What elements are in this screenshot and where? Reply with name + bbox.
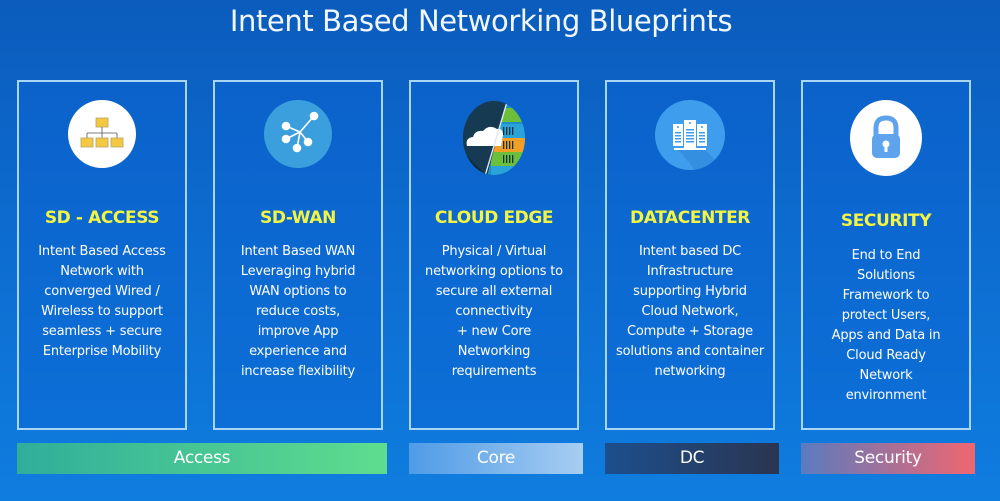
description-line: Wireless to support	[41, 304, 163, 319]
description-line: networking options to	[425, 264, 563, 279]
category-bar-security: Security	[801, 443, 975, 474]
card-datacenter: DATACENTER Intent based DC Infrastructur…	[605, 80, 775, 430]
description-line: Infrastructure	[646, 264, 734, 279]
card-title: SD-WAN	[260, 208, 336, 228]
description-line: Intent Based Access	[38, 244, 166, 259]
description-line: Enterprise Mobility	[42, 344, 162, 359]
padlock-icon	[850, 100, 922, 176]
description-line: Intent Based WAN	[240, 244, 356, 259]
card-sd-access: SD - ACCESS Intent Based Access Network …	[17, 80, 187, 430]
network-nodes-icon	[264, 100, 332, 168]
description-line: End to End	[851, 248, 921, 263]
card-security: SECURITY End to End Solutions Framework …	[801, 80, 971, 430]
description-line: Physical / Virtual	[441, 244, 547, 259]
hierarchy-org-chart-icon	[68, 100, 136, 168]
description-line: supporting Hybrid	[633, 284, 747, 299]
description-line: improve App	[257, 324, 339, 339]
description-line: Networking	[457, 344, 531, 359]
description-line: requirements	[451, 364, 537, 379]
description-line: connectivity	[455, 304, 533, 319]
description-line: reduce costs,	[255, 304, 341, 319]
description-line: Compute + Storage	[627, 324, 753, 339]
description-line: Framework to	[842, 288, 930, 303]
category-bar-core: Core	[409, 443, 583, 474]
card-sd-wan: SD-WAN Intent Based WAN Leveraging hybri…	[213, 80, 383, 430]
card-description: Intent Based Access Network with converg…	[23, 242, 181, 362]
description-line: Leveraging hybrid	[240, 264, 356, 279]
card-title: SECURITY	[840, 211, 932, 231]
description-line: secure all external	[435, 284, 553, 299]
description-line: networking	[654, 364, 726, 379]
card-description: Intent Based WAN Leveraging hybrid WAN o…	[219, 242, 377, 382]
description-line: experience and	[249, 344, 347, 359]
category-bar-access: Access	[17, 443, 387, 474]
description-line: increase flexibility	[240, 364, 356, 379]
description-line: Apps and Data in	[831, 328, 941, 343]
cloud-server-icon	[461, 100, 527, 176]
description-line: solutions and container	[616, 344, 764, 359]
card-cloud-edge: CLOUD EDGE Physical / Virtual networking…	[409, 80, 579, 430]
server-rack-icon	[655, 100, 725, 170]
page-title: Intent Based Networking Blueprints	[229, 4, 733, 38]
description-line: Network with	[60, 264, 144, 279]
card-description: End to End Solutions Framework to protec…	[807, 246, 965, 406]
card-title: DATACENTER	[630, 208, 750, 228]
description-line: Cloud Network,	[641, 304, 739, 319]
description-line: seamless + secure	[42, 324, 162, 339]
card-title: SD - ACCESS	[44, 208, 160, 228]
description-line: protect Users,	[841, 308, 931, 323]
description-line: environment	[845, 388, 927, 403]
description-line: Intent based DC	[638, 244, 742, 259]
description-line: Network	[859, 368, 913, 383]
description-line: converged Wired /	[44, 284, 160, 299]
card-description: Physical / Virtual networking options to…	[415, 242, 573, 382]
description-line: WAN options to	[249, 284, 347, 299]
card-description: Intent based DC Infrastructure supportin…	[611, 242, 769, 382]
description-line: + new Core	[456, 324, 532, 339]
description-line: Solutions	[857, 268, 915, 283]
category-bar-dc: DC	[605, 443, 779, 474]
card-title: CLOUD EDGE	[434, 208, 554, 228]
description-line: Cloud Ready	[846, 348, 926, 363]
